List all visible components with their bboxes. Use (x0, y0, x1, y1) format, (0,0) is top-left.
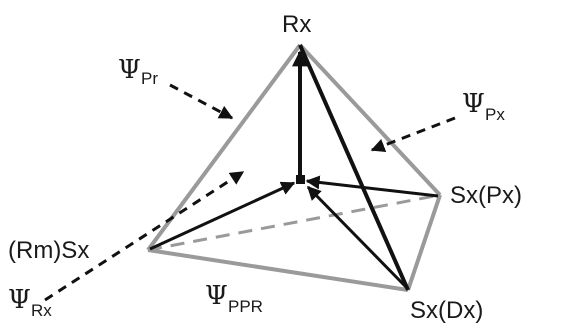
edge-left-bottom (147, 248, 409, 292)
psi-rx-symbol: Ψ (8, 285, 31, 315)
psi-pr-label: Ψ Pr (118, 55, 158, 88)
vertex-label-bottom: Sx(Dx) (410, 297, 483, 324)
dashed-edge-left-right (147, 193, 441, 252)
psi-rx-arrow (44, 170, 245, 302)
arrow-bottom-to-center (306, 185, 408, 289)
vertex-label-left: (Rm)Sx (8, 237, 89, 264)
psi-px-label: Ψ Px (462, 89, 505, 124)
vertex-label-top: Rx (282, 11, 311, 38)
psi-pr-arrow (169, 83, 234, 120)
arrow-right-to-center (305, 175, 439, 198)
edge-right-bottom (406, 194, 442, 291)
psi-ppr-subscript: PPR (228, 297, 263, 316)
vertex-label-right: Sx(Px) (450, 182, 522, 209)
center-node (296, 175, 305, 184)
psi-ppr-label: Ψ PPR (205, 281, 263, 316)
psi-rx-label: Ψ Rx (8, 285, 52, 320)
psi-pr-subscript: Pr (141, 69, 158, 88)
psi-rx-subscript: Rx (31, 301, 52, 320)
psi-ppr-symbol: Ψ (205, 281, 228, 311)
edge-top-right (298, 43, 442, 197)
arrow-left-to-center (149, 181, 296, 251)
edge-top-left (146, 43, 302, 252)
psi-pr-symbol: Ψ (118, 55, 141, 85)
psi-px-symbol: Ψ (462, 89, 485, 119)
edge-top-bottom (298, 44, 410, 291)
psi-px-subscript: Px (485, 105, 505, 124)
